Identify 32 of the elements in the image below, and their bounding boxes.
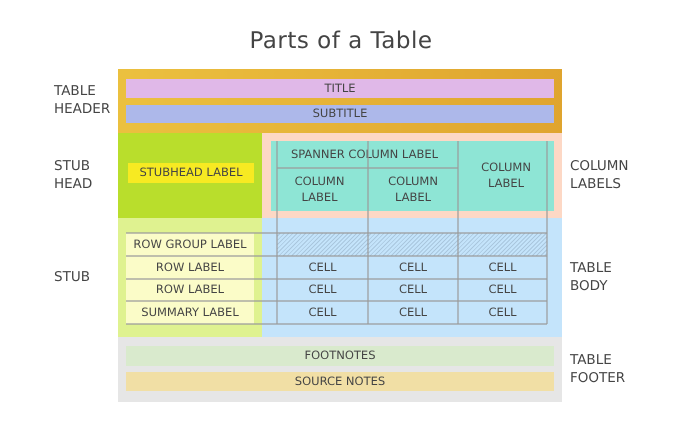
region-label: TABLE BODY — [570, 258, 613, 296]
row-label: ROW LABEL — [126, 256, 254, 279]
hatched-area — [458, 233, 547, 256]
cell-value: CELL — [487, 260, 518, 276]
spanner-label: SPANNER COLUMN LABEL — [271, 141, 458, 168]
region-label: TABLE FOOTER — [570, 350, 626, 388]
hatched-area — [368, 233, 458, 256]
column-label: COLUMN LABEL — [368, 168, 458, 211]
row-group-label: ROW GROUP LABEL — [126, 233, 254, 256]
diagram-title: Parts of a Table — [248, 28, 434, 54]
cell-value: CELL — [307, 282, 338, 298]
region-label: COLUMN LABELS — [570, 156, 630, 194]
hatched-area — [277, 233, 368, 256]
cell-value: CELL — [307, 260, 338, 276]
cell-value: CELL — [398, 260, 428, 276]
title-bar: TITLE — [126, 79, 554, 98]
row-label: ROW LABEL — [126, 279, 254, 301]
column-label: COLUMN LABEL — [271, 168, 368, 211]
column-label: COLUMN LABEL — [458, 141, 554, 211]
stubhead-label: STUBHEAD LABEL — [128, 163, 254, 183]
cell-value: CELL — [307, 304, 338, 320]
cell-value: CELL — [487, 282, 518, 298]
subtitle-bar: SUBTITLE — [126, 105, 554, 123]
source-notes-bar: SOURCE NOTES — [126, 372, 554, 391]
cell-value: CELL — [398, 304, 428, 320]
cell-value: CELL — [487, 304, 518, 320]
summary-label: SUMMARY LABEL — [126, 301, 254, 324]
cell-value: CELL — [398, 282, 428, 298]
region-label: TABLE HEADER — [54, 82, 112, 119]
footnotes-bar: FOOTNOTES — [126, 346, 554, 366]
region-label: STUB HEAD — [54, 156, 94, 194]
region-label: STUB — [54, 268, 91, 287]
